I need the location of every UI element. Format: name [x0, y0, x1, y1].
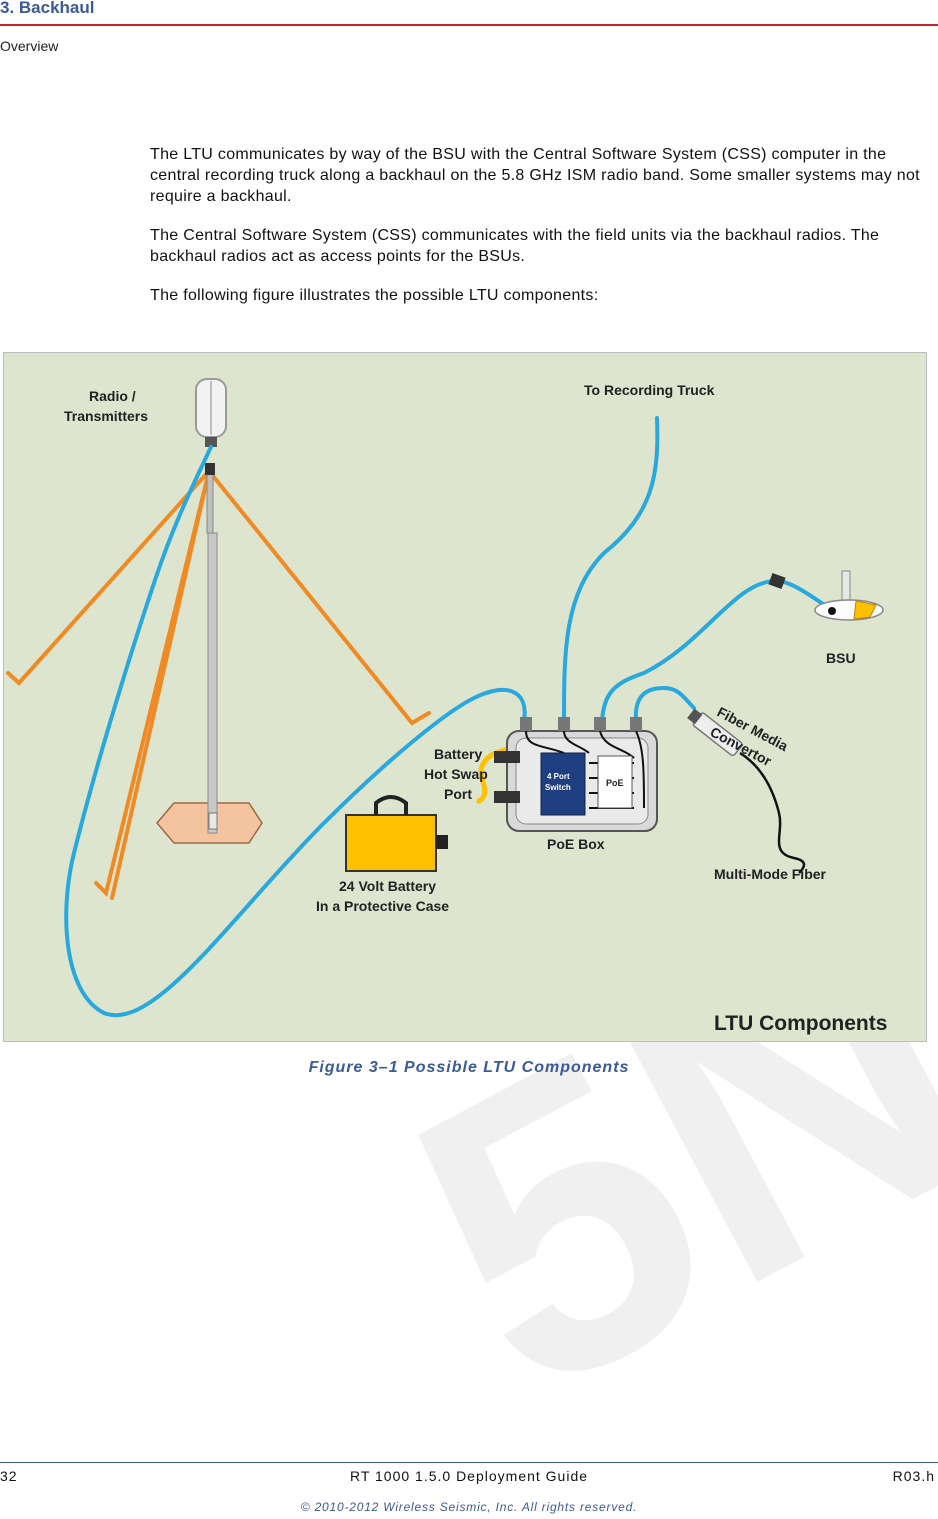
poe-label: PoE [606, 778, 624, 788]
guy-wires [6, 469, 431, 900]
subsection-title: Overview [0, 38, 59, 54]
switch-label-line1: 4 Port [547, 772, 570, 781]
revision: R03.h [892, 1468, 935, 1484]
paragraph-2: The Central Software System (CSS) commun… [150, 227, 880, 265]
battery-port-label-line2: Hot Swap [424, 766, 488, 782]
poe-box-icon [494, 717, 658, 832]
radio-label-line1: Radio / [89, 388, 136, 404]
bsu-label: BSU [826, 650, 856, 666]
battery-port-label-line1: Battery [434, 746, 482, 762]
section-title: 3. Backhaul [0, 0, 95, 17]
ltu-diagram: Radio / Transmitters To Recording Truck … [6, 378, 887, 1035]
copyright: © 2010-2012 Wireless Seismic, Inc. All r… [300, 1500, 638, 1514]
page-number: 32 [0, 1468, 18, 1484]
figure-caption: Figure 3–1 Possible LTU Components [308, 1059, 630, 1076]
battery-icon [345, 795, 448, 872]
mast-clamp [205, 463, 215, 475]
multimode-label: Multi-Mode Fiber [714, 866, 827, 882]
ethernet-cables [64, 416, 831, 1018]
fiber-media-convertor-icon [687, 708, 743, 757]
multi-mode-fiber-cable [739, 751, 806, 874]
paragraph-1: The LTU communicates by way of the BSU w… [150, 146, 920, 205]
truck-label: To Recording Truck [584, 382, 715, 398]
ltu-components-label: LTU Components [714, 1012, 887, 1035]
radio-label-line2: Transmitters [64, 408, 148, 424]
footer-rule [0, 1462, 938, 1463]
switch-label-line2: Switch [545, 783, 571, 792]
document-title: RT 1000 1.5.0 Deployment Guide [349, 1468, 589, 1484]
battery-label-line2: In a Protective Case [316, 898, 449, 914]
battery-label-line1: 24 Volt Battery [339, 878, 436, 894]
paragraph-3: The following figure illustrates the pos… [150, 287, 599, 304]
bsu-icon [814, 570, 884, 621]
header-rule [0, 24, 938, 26]
mast-pole [207, 532, 218, 834]
ltu-components-figure: Radio / Transmitters To Recording Truck … [3, 352, 927, 1042]
battery-port-label-line3: Port [444, 786, 472, 802]
poe-box-label: PoE Box [547, 836, 605, 852]
